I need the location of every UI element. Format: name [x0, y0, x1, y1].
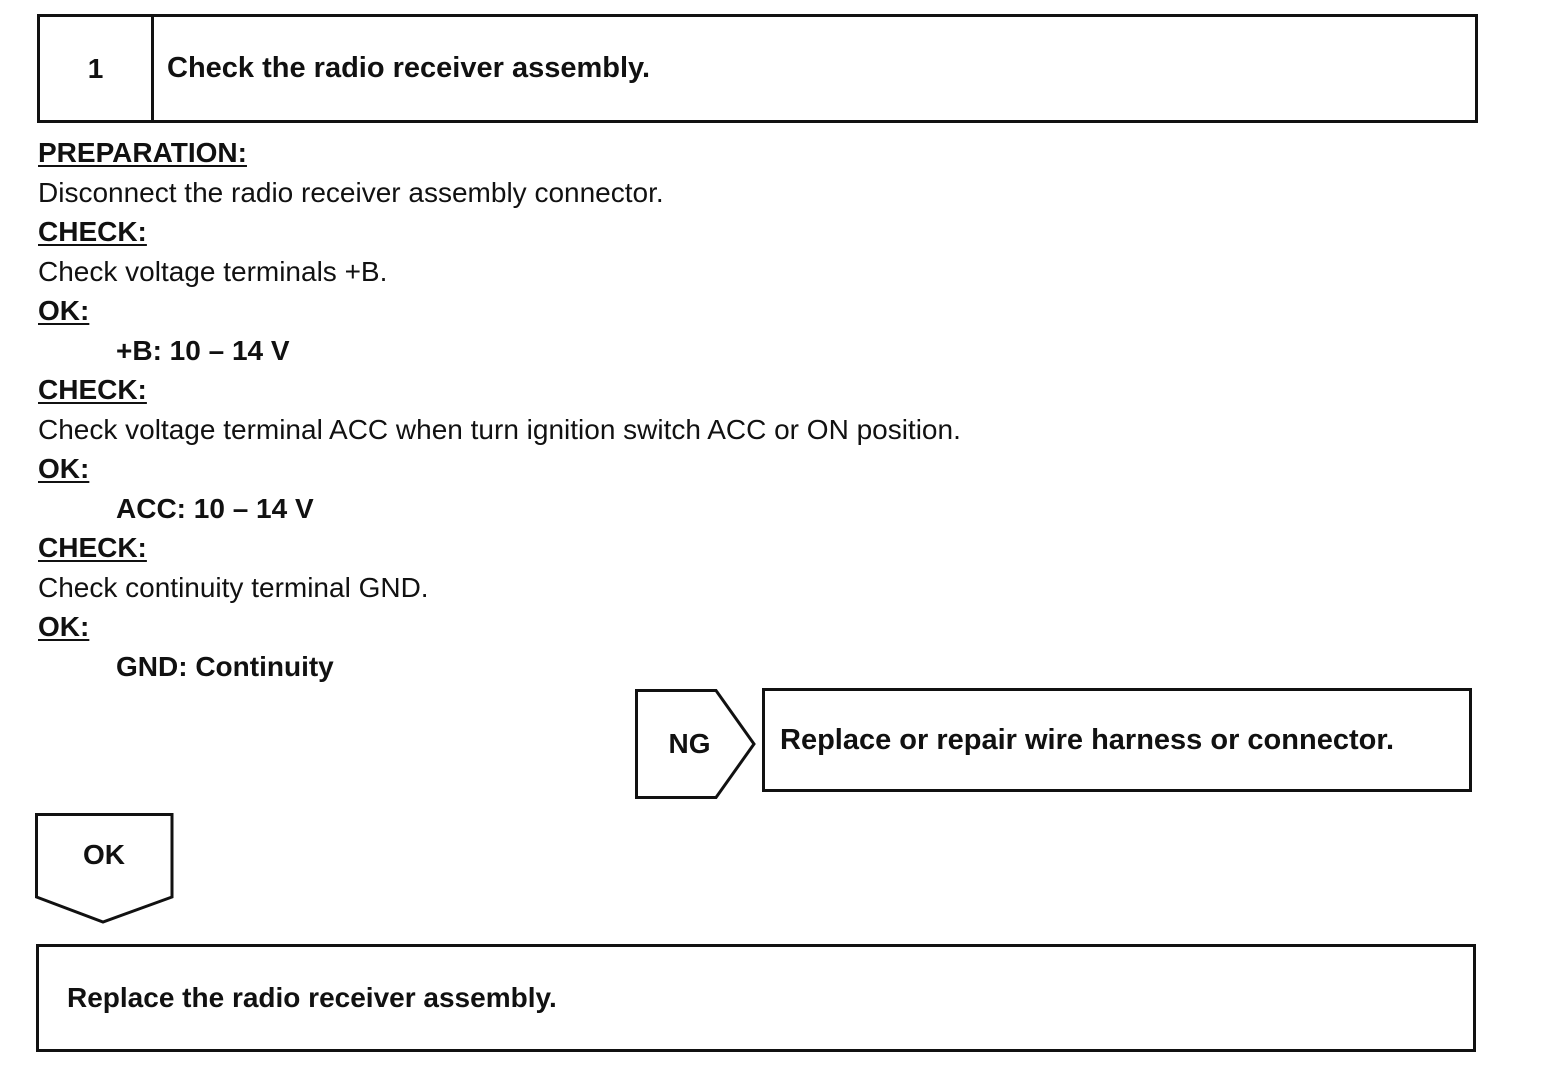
- check-heading: CHECK:: [38, 216, 147, 247]
- right-arrow-shape: [635, 689, 756, 799]
- ok-arrow-box: OK: [35, 813, 175, 925]
- preparation-heading: PREPARATION:: [38, 137, 247, 168]
- check-text: Check continuity terminal GND.: [38, 571, 429, 603]
- ok-heading: OK:: [38, 295, 90, 326]
- step-number: 1: [40, 17, 154, 120]
- ng-arrow-box: NG: [635, 689, 757, 799]
- down-arrow-shape: [35, 813, 174, 924]
- ok-spec: +B: 10 – 14 V: [116, 334, 290, 366]
- ok-spec: GND: Continuity: [116, 650, 334, 682]
- check-text: Check voltage terminals +B.: [38, 255, 388, 287]
- step-header: 1 Check the radio receiver assembly.: [37, 14, 1478, 123]
- ok-label: OK: [83, 839, 125, 870]
- check-heading: CHECK:: [38, 374, 147, 405]
- ng-action-box: Replace or repair wire harness or connec…: [762, 688, 1472, 792]
- ng-label: NG: [668, 728, 711, 759]
- ok-heading: OK:: [38, 611, 90, 642]
- check-text: Check voltage terminal ACC when turn ign…: [38, 413, 961, 445]
- check-heading: CHECK:: [38, 532, 147, 563]
- ok-spec: ACC: 10 – 14 V: [116, 492, 314, 524]
- procedure-list: PREPARATION: Disconnect the radio receiv…: [38, 133, 1238, 686]
- step-title: Check the radio receiver assembly.: [167, 52, 651, 84]
- ok-heading: OK:: [38, 453, 90, 484]
- preparation-text: Disconnect the radio receiver assembly c…: [38, 176, 664, 208]
- ok-action-box: Replace the radio receiver assembly.: [36, 944, 1476, 1052]
